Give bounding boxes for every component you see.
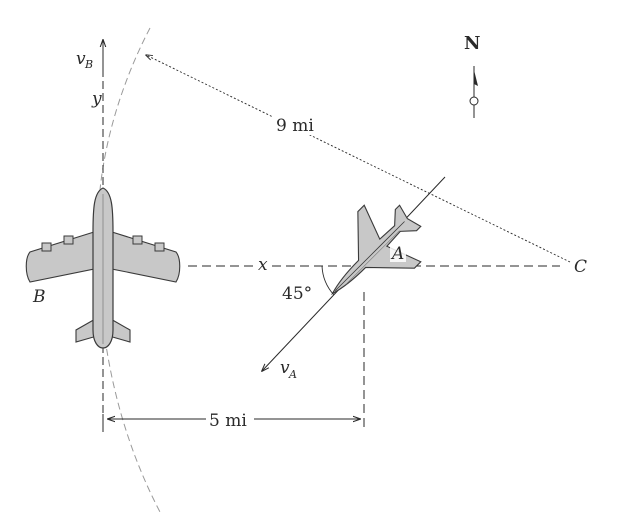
svg-text:v: v bbox=[76, 49, 86, 69]
north-arrow-icon bbox=[469, 66, 479, 118]
plane-A-label: A bbox=[390, 244, 404, 264]
x-axis-label: x bbox=[258, 255, 268, 275]
angle-arc bbox=[321, 265, 335, 296]
point-C-label: C bbox=[574, 257, 587, 277]
plane-A-icon bbox=[331, 204, 422, 295]
vA-label: v A bbox=[280, 358, 297, 381]
svg-text:B: B bbox=[84, 58, 93, 71]
svg-text:A: A bbox=[288, 368, 297, 381]
dist-9mi-label: 9 mi bbox=[276, 116, 314, 136]
svg-text:v: v bbox=[280, 358, 290, 378]
north-label: N bbox=[464, 33, 480, 54]
y-axis-label: y bbox=[91, 89, 102, 109]
angle-label: 45° bbox=[282, 284, 312, 304]
plane-B-icon bbox=[25, 187, 181, 349]
dist-5mi-label: 5 mi bbox=[209, 411, 247, 431]
plane-B-label: B bbox=[32, 287, 46, 307]
dist-9mi-line bbox=[146, 55, 571, 263]
vB-label: v B bbox=[76, 49, 93, 71]
